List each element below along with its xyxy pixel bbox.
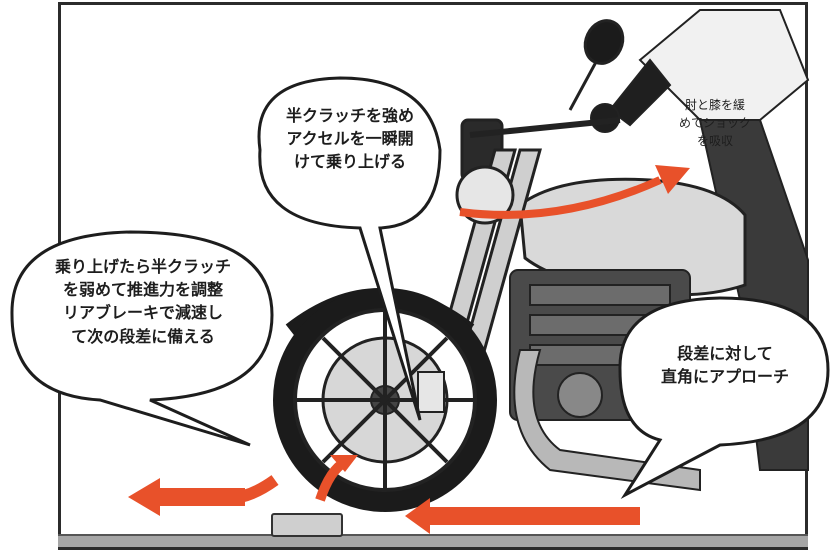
arrow-rider bbox=[459, 176, 662, 219]
bubble-left-shape bbox=[10, 230, 274, 447]
bubble-left-line-2: を弱めて推進力を調整 bbox=[62, 280, 223, 300]
bubble-center-line-3: けて乗り上げる bbox=[293, 152, 406, 172]
bubble-left-line-4: て次の段差に備える bbox=[71, 326, 215, 346]
bubble-right-shape bbox=[618, 296, 830, 499]
front-wheel bbox=[273, 288, 497, 512]
note-top-right-line-1: 肘と膝を緩 bbox=[684, 98, 745, 112]
bubble-left-text: 乗り上げたら半クラッチ を弱めて推進力を調整 リアブレーキで減速し て次の段差に… bbox=[18, 255, 268, 348]
exhaust-pipe bbox=[513, 349, 701, 492]
speech-bubbles bbox=[10, 76, 830, 499]
motion-arrows bbox=[128, 165, 690, 534]
bubble-left-line-1: 乗り上げたら半クラッチ bbox=[54, 257, 231, 276]
mirror bbox=[568, 19, 625, 111]
bubble-right-text: 段差に対して 直角にアプローチ bbox=[625, 342, 825, 388]
bubble-center-shape bbox=[257, 76, 442, 421]
note-top-right-text: 肘と膝を緩 めてショック を吸収 bbox=[665, 96, 765, 150]
bubble-center-text: 半クラッチを強め アクセルを一瞬開 けて乗り上げる bbox=[265, 104, 435, 174]
note-top-right-line-3: を吸収 bbox=[696, 134, 733, 148]
arrow-approach bbox=[405, 498, 640, 534]
arrow-exit bbox=[128, 478, 245, 516]
bubble-left-line-3: リアブレーキで減速し bbox=[62, 303, 223, 323]
note-top-right-line-2: めてショック bbox=[678, 116, 751, 130]
step-block bbox=[271, 513, 343, 537]
bubble-right-line-1: 段差に対して bbox=[677, 344, 773, 363]
ground-strip bbox=[58, 535, 808, 547]
handlebar bbox=[469, 117, 621, 138]
bubble-right-line-2: 直角にアプローチ bbox=[660, 367, 789, 387]
bubble-center-line-1: 半クラッチを強め bbox=[285, 106, 414, 125]
bubble-center-line-2: アクセルを一瞬開 bbox=[286, 129, 414, 149]
